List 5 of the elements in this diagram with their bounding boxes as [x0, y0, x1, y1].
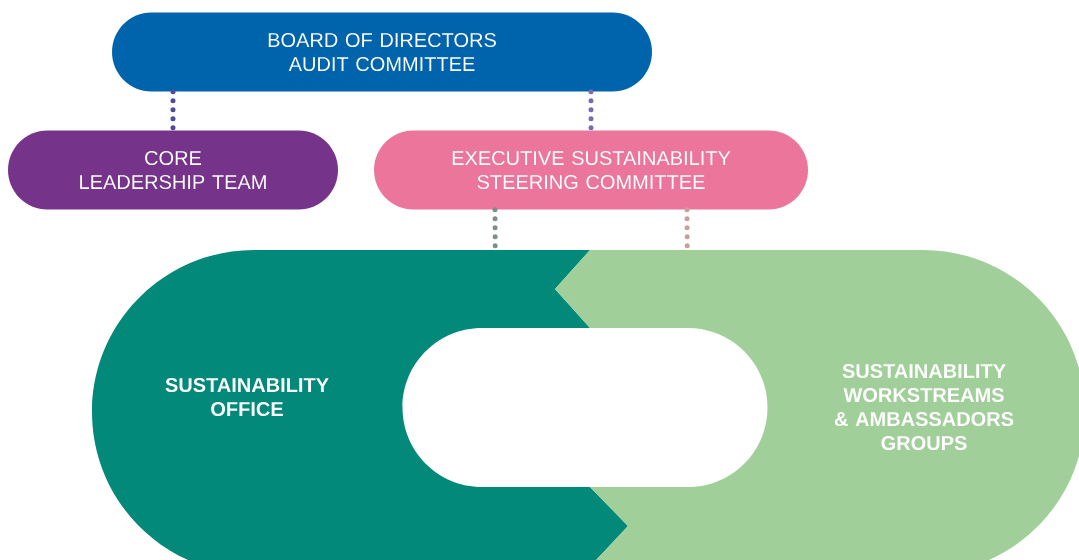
dotted-connector [588, 89, 594, 133]
dotted-connector [170, 89, 176, 133]
rounded-box: CORE LEADERSHIP TEAM [8, 130, 338, 210]
rounded-box: BOARD OF DIRECTORS AUDIT COMMITTEE [112, 12, 652, 92]
rounded-box: EXECUTIVE SUSTAINABILITY STEERING COMMITTEE [374, 130, 808, 210]
